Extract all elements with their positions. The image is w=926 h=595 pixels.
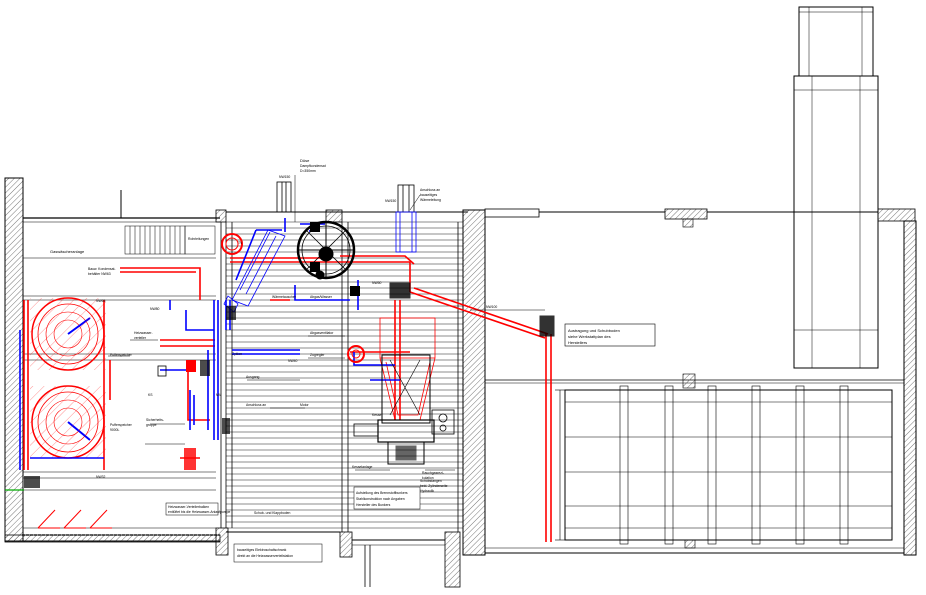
label-rauchgas: Rauchgasrezi- [422, 471, 444, 475]
label-puffer-top: Pufferspeicher [110, 353, 133, 357]
label-abgasventilator: Abgasventilator [310, 331, 334, 335]
return-pipes [19, 218, 400, 470]
label-nw-top-right: NW150 [385, 199, 396, 203]
label-duese-sub: Dampfkondensat [300, 164, 326, 168]
chimney-structure [793, 6, 879, 369]
fan-wheel [296, 220, 356, 280]
schubboden-grid [485, 373, 904, 545]
label-waermetauscher: Wärmetauscher [272, 295, 297, 299]
label-anschluss-2: bauseitiges [420, 193, 437, 197]
label-nw100: NW100 [486, 305, 497, 309]
label-note-bottom-2: direkt an die Heizwasserverteilstation [237, 554, 293, 558]
label-zyklon: Zyklon [232, 352, 242, 356]
label-ks: KS [148, 393, 153, 397]
label-absorber: Bauw. Kondensat- [88, 267, 116, 271]
label-note-center-2: Stahlkonstruktion nach Angaben [356, 497, 405, 501]
label-waermetauscher-sub: Abgas/Wasser [310, 295, 333, 299]
label-note-right-1: Schubstangen [420, 479, 442, 483]
buffer-tanks [30, 297, 106, 459]
label-nw32: NW32 [96, 475, 106, 479]
label-rohrleitungen: Rohrleitungen [188, 237, 209, 241]
supply-pipes [23, 255, 552, 542]
label-rauchgas-sub: kulation [422, 476, 434, 480]
label-puffer-size: 9000L [110, 428, 120, 432]
label-tv: TV [238, 241, 243, 245]
label-heizwasser-sub: verteiler [134, 336, 147, 340]
valves-left [5, 222, 360, 491]
label-kessel: Kessel [372, 413, 382, 417]
label-nw80: NW80 [150, 307, 160, 311]
beam-lines [226, 221, 463, 529]
stair-element [124, 225, 216, 255]
label-mv: MV [216, 393, 222, 397]
label-gaswaescher: Gaswäscheranlage [50, 249, 85, 254]
walls [4, 177, 917, 588]
top-ducts [276, 181, 417, 253]
label-nw50: NW50 [372, 281, 382, 285]
label-heizwasser: Heizwasser- [134, 331, 153, 335]
label-kesselanlage: Kesselanlage [352, 465, 372, 469]
label-nw65: NW65 [96, 299, 106, 303]
label-sicherheit-sub: gruppe [146, 423, 157, 427]
label-absorber-sub: behälter NW63 [88, 272, 111, 276]
label-motor: Motor [300, 403, 310, 407]
leader-lines [108, 175, 656, 563]
text-labels: Düse Dampfkondensat D=350mm NW150 NW150 … [50, 158, 620, 558]
structural-columns [220, 222, 459, 532]
boiler-assembly [353, 282, 555, 465]
label-duese: Düse [300, 158, 310, 163]
label-puffer-bot: Pufferspeicher [110, 423, 133, 427]
label-schubboden: Schub- und Klappboden [254, 511, 290, 515]
label-note-right-2: beid. Zylinderseite [420, 484, 448, 488]
label-duese-size: D=350mm [300, 169, 316, 173]
label-note-bottom-1: bauseitiges Elektroschaltschrank [237, 548, 287, 552]
label-sicherheit: Sicherheits- [146, 418, 164, 422]
label-note-center-3: Hersteller des Bunkers [356, 503, 391, 507]
label-ausgang: Ausgang [246, 375, 259, 379]
floor-marks [37, 509, 112, 529]
label-anschluss-btm: Anschluss an [246, 403, 266, 407]
bunker-outline [379, 317, 436, 421]
label-austragung-1: Austragung und Schubboden [568, 328, 620, 333]
label-note-left-2: entlüftet bis die Heizwasser-Anlaufpumpe [168, 510, 230, 514]
label-zugregler: Zugregler [310, 353, 325, 357]
label-nw40: NW40 [288, 359, 298, 363]
label-austragung-3: Herstellers [568, 340, 587, 345]
label-note-center-1: Aufstellung des Brennstoffbunkers [356, 491, 408, 495]
label-anschluss-1: Anschluss an [420, 188, 440, 192]
label-anschluss-3: Wärmeleitung [420, 198, 441, 202]
label-note-left-1: Heizwasser-Verteilerbalken [168, 505, 209, 509]
label-austragung-2: siehe Werkstattplan des [568, 334, 611, 339]
label-note-right-3: Hydraulik [420, 489, 434, 493]
red-ring-fittings [221, 233, 365, 363]
label-nw-top-left: NW150 [279, 175, 290, 179]
